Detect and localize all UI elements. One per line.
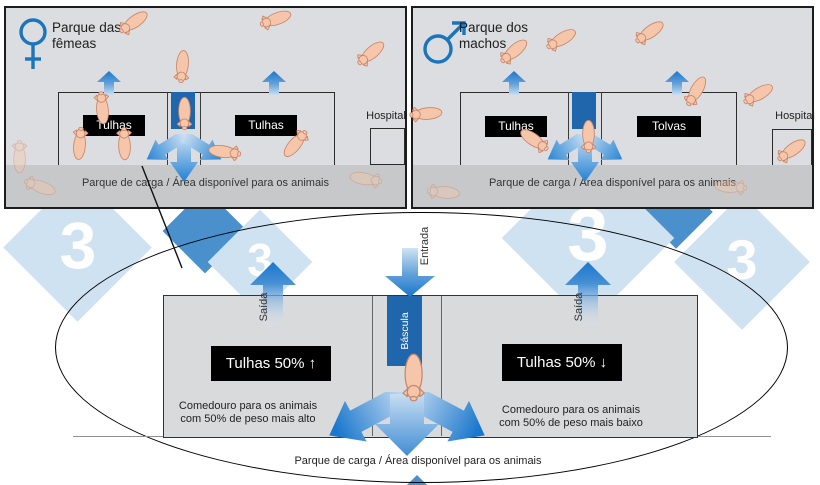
exit-right-label: Saída	[573, 292, 585, 322]
scale-passage	[572, 92, 596, 129]
male-icon	[423, 21, 466, 64]
exit-left-label: Saída	[258, 292, 270, 322]
feed-bin-label: Tolvas	[637, 116, 701, 137]
exit-arrow-icon	[665, 71, 689, 95]
sorting-arrows-icon	[146, 134, 222, 182]
exit-arrow-icon	[565, 262, 611, 324]
feeder-note-left: Comedouro para os animais com 50% de pes…	[178, 400, 318, 425]
zoom-ellipse	[55, 212, 788, 483]
corridor-wall	[167, 92, 169, 167]
loading-strip: Parque de carga / Área disponível para o…	[413, 165, 812, 207]
panel-males: Parque dos machos Tulhas Tolvas Hospital…	[411, 6, 815, 209]
female-icon	[19, 18, 47, 69]
panel-title-females: Parque das fêmeas	[52, 20, 122, 52]
corridor-wall	[372, 296, 373, 436]
feed-bin-label: Tulhas	[485, 116, 547, 137]
exit-arrow-icon	[502, 71, 526, 95]
hospital-label: Hospital	[366, 110, 406, 122]
exit-arrow-icon	[262, 71, 286, 95]
feed-bin-label-heavy: Tulhas 50% ↑	[211, 346, 331, 381]
corridor-wall	[601, 92, 603, 167]
panel-title-males: Parque dos machos	[459, 20, 529, 52]
hospital-box	[772, 129, 812, 166]
hospital-box	[370, 128, 405, 165]
entrance-label: Entrada	[419, 226, 431, 266]
sorting-arrows-icon	[329, 392, 485, 456]
sorting-arrows-icon	[547, 134, 623, 182]
loading-strip-label: Parque de carga / Área disponível para o…	[488, 177, 737, 189]
corridor-wall	[200, 92, 202, 167]
panel-females: Parque das fêmeas Tulhas Tulhas Hospital…	[4, 6, 407, 209]
feed-bin-label: Tulhas	[235, 115, 297, 136]
exit-arrow-icon	[97, 71, 121, 95]
scale-label: Báscula	[398, 312, 411, 350]
feed-bin-label-light: Tulhas 50% ↓	[502, 344, 622, 381]
feed-bin-label: Tulhas	[83, 115, 145, 136]
feeder-note-right: Comedouro para os animais com 50% de pes…	[499, 404, 643, 429]
weighing-scale: Báscula	[387, 296, 422, 366]
hospital-label: Hospital	[775, 110, 815, 122]
exit-arrow-icon	[250, 262, 296, 324]
corridor-wall	[441, 296, 442, 436]
corridor-wall	[568, 92, 570, 167]
scale-passage	[171, 92, 195, 129]
watermark-digit: 3	[59, 208, 97, 283]
loading-area-label: Parque de carga / Área disponível para o…	[294, 455, 542, 467]
entry-arrow-icon	[385, 248, 435, 297]
